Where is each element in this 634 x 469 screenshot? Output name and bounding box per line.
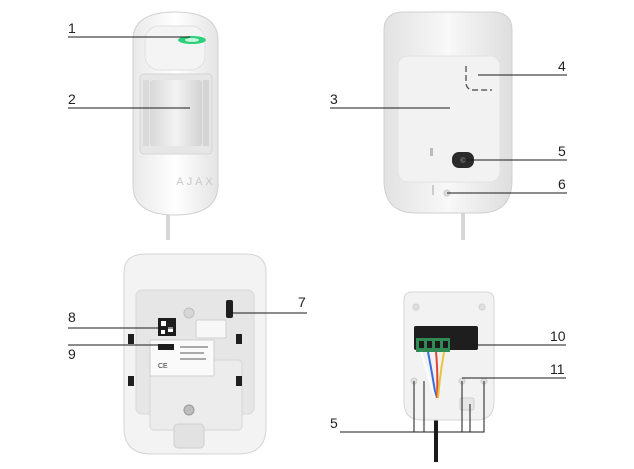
callout-6: 6	[558, 176, 566, 192]
terminal-screw-1	[419, 341, 424, 348]
latch-left-top	[128, 334, 134, 344]
front-logo: AJAX	[176, 176, 216, 188]
pir-lens	[150, 80, 202, 146]
mount-panel-view	[403, 291, 495, 462]
callout-4: 4	[558, 58, 566, 74]
interior-screw	[183, 307, 195, 319]
sticker-text-line-3	[180, 358, 206, 360]
callout-5-top: 5	[558, 143, 566, 159]
antenna-clip	[226, 300, 233, 318]
latch-right-top	[236, 334, 242, 344]
callout-numbers: 1 2 3 4 5 6 7 8 9 10 11 5	[68, 20, 566, 431]
back-view	[383, 11, 513, 240]
front-view: AJAX	[132, 11, 219, 240]
pir-lens-right-rib	[203, 80, 209, 146]
callout-7: 7	[298, 294, 306, 310]
qr-code-inner-3	[161, 330, 165, 334]
wire-blue	[427, 351, 437, 399]
wire-yellow	[437, 351, 445, 399]
ce-mark: CE	[158, 363, 168, 370]
callout-9: 9	[68, 346, 76, 362]
callout-5-bottom: 5	[330, 415, 338, 431]
qr-code-inner-2	[168, 327, 173, 332]
mount-panel	[403, 291, 495, 421]
leader-lines	[68, 36, 567, 433]
wire-red	[435, 351, 439, 399]
pir-lens-left-rib	[143, 80, 149, 146]
mount-hole-top-right	[478, 303, 486, 311]
terminal-screw-3	[435, 341, 440, 348]
cable-entry	[173, 423, 205, 449]
qr-code	[158, 318, 176, 336]
callout-11: 11	[550, 361, 565, 377]
wire-white	[420, 351, 436, 399]
power-switch	[158, 344, 174, 350]
leader-5-bottom	[340, 381, 485, 433]
callout-2: 2	[68, 91, 76, 107]
front-top-cap	[144, 25, 206, 71]
mount-hole-top-left	[412, 303, 420, 311]
interior-view: CE	[123, 253, 267, 455]
callout-10: 10	[550, 328, 566, 344]
terminal-block	[416, 338, 450, 352]
qr-code-inner-1	[161, 321, 166, 326]
back-mount-plate	[397, 55, 501, 183]
terminal-screw-4	[443, 341, 448, 348]
latch-left-bottom	[128, 376, 134, 386]
back-notch	[432, 185, 434, 195]
led-glow	[185, 38, 199, 42]
interior-bottom-screw	[183, 404, 195, 416]
callout-3: 3	[330, 91, 338, 107]
latch-right-bottom	[236, 376, 242, 386]
callout-1: 1	[68, 20, 76, 36]
board-connector	[195, 319, 227, 339]
callout-8: 8	[68, 309, 76, 325]
breakout-zone	[465, 66, 492, 91]
back-slot	[430, 148, 433, 156]
terminal-screw-2	[427, 341, 432, 348]
sticker-text-line-2	[180, 352, 204, 354]
sticker-text-line-1	[180, 346, 208, 348]
